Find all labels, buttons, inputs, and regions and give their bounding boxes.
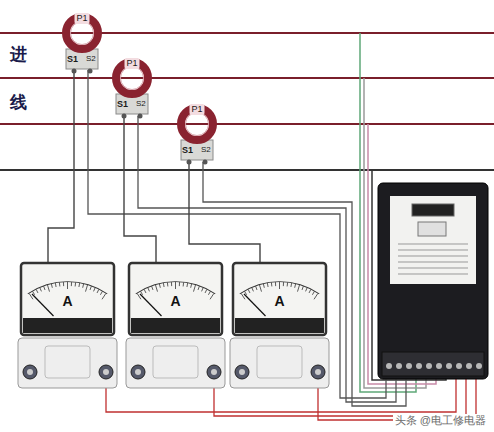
terminal-label: P1 (126, 59, 137, 68)
ct-ammeter-wire (189, 164, 260, 262)
meter-terminal (456, 363, 462, 369)
meter-print-line (398, 274, 468, 275)
meter-print-line (398, 250, 468, 251)
meter-terminal (416, 363, 422, 369)
meter-terminal (436, 363, 442, 369)
meter-terminal (386, 363, 392, 369)
unit-label: A (274, 294, 284, 308)
line-label: 进 (8, 46, 29, 65)
current-transformer: P1S1 S2 (60, 13, 104, 73)
unit-label: A (62, 294, 72, 308)
ammeter: A (20, 262, 115, 336)
ammeter: A (128, 262, 223, 336)
terminal-label: S1 (67, 55, 78, 64)
meter-terminal (426, 363, 432, 369)
ammeter: A (232, 262, 327, 336)
line-label: 线 (8, 94, 29, 113)
unit-label: A (170, 294, 180, 308)
watermark: 头条 @电工修电器 (393, 414, 488, 426)
terminal-label: P1 (76, 14, 87, 23)
meter-print-line (398, 256, 468, 257)
meter-print-line (398, 262, 468, 263)
current-wires (88, 70, 406, 406)
terminal-label: P1 (191, 105, 202, 114)
current-transformer: P1S1 S2 (110, 58, 154, 118)
terminal-label: S2 (136, 100, 146, 108)
ammeter-bases (18, 338, 329, 388)
ct-ammeter-wire (48, 73, 74, 262)
energy-meter (378, 183, 488, 379)
meter-terminal (396, 363, 402, 369)
terminal-label: S2 (86, 55, 96, 63)
meter-print-line (398, 244, 468, 245)
terminal-label: S1 (117, 100, 128, 109)
meter-terminal (446, 363, 452, 369)
meter-terminal (476, 363, 482, 369)
meter-terminal (466, 363, 472, 369)
current-transformer: P1S1 S2 (175, 104, 219, 164)
meter-terminal (406, 363, 412, 369)
meter-print-line (398, 268, 468, 269)
ct-ammeter-wire (124, 118, 156, 262)
terminal-label: S1 (182, 146, 193, 155)
terminal-label: S2 (201, 146, 211, 154)
